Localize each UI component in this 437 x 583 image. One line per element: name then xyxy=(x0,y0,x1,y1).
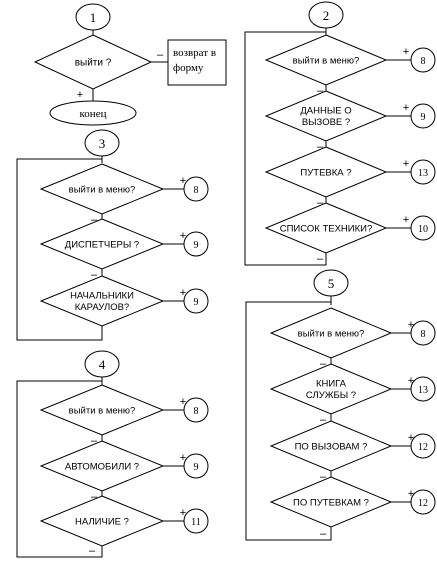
terminal-end xyxy=(49,100,137,126)
no-label: – xyxy=(89,545,96,557)
decision-label: ПУТЕВКА ? xyxy=(300,167,351,178)
decision-label: ДАННЫЕ О xyxy=(300,106,351,117)
decision-label: СПИСОК ТЕХНИКИ? xyxy=(280,223,373,234)
connector-label: 4 xyxy=(99,357,106,372)
target-connector xyxy=(410,47,436,73)
yes-label: + xyxy=(408,319,414,331)
target-label: 8 xyxy=(421,329,426,340)
no-label: – xyxy=(91,435,98,447)
no-label: – xyxy=(91,491,98,503)
no-label: – xyxy=(317,141,324,153)
loop-back-line xyxy=(16,158,103,341)
no-label: – xyxy=(317,197,324,209)
yes-label: + xyxy=(408,432,414,444)
decision-label: ПО ВЫЗОВАМ ? xyxy=(295,441,368,452)
yes-label: + xyxy=(180,175,186,187)
connector-label: 2 xyxy=(323,8,330,23)
yes-label: + xyxy=(77,89,83,101)
decision-label: СЛУЖБЫ ? xyxy=(306,390,356,401)
target-label: 12 xyxy=(418,442,428,453)
yes-label: + xyxy=(403,158,409,170)
loop-back-line xyxy=(16,380,103,558)
decision-label: выйти ? xyxy=(75,58,112,69)
target-connector xyxy=(410,103,436,129)
terminal-label: конец xyxy=(80,108,107,120)
decision-label: выйти в меню? xyxy=(298,328,365,339)
target-label: 9 xyxy=(194,462,199,473)
target-connector xyxy=(183,231,209,257)
process-box xyxy=(167,39,227,86)
loop-back-line xyxy=(244,31,327,266)
no-label: – xyxy=(157,49,164,61)
decision-label: КАРАУЛОВ? xyxy=(75,302,129,313)
no-label: – xyxy=(320,528,327,540)
yes-label: + xyxy=(180,287,186,299)
connector-label: 3 xyxy=(99,136,106,151)
decision-label: НАЛИЧИЕ ? xyxy=(75,516,129,527)
target-connector xyxy=(410,376,436,402)
no-label: – xyxy=(320,471,327,483)
yes-label: + xyxy=(180,396,186,408)
no-label: – xyxy=(91,214,98,226)
decision-label: выйти в меню? xyxy=(293,55,360,66)
target-label: 9 xyxy=(194,240,199,251)
target-connector xyxy=(183,288,209,314)
target-label: 13 xyxy=(418,168,428,179)
yes-label: + xyxy=(180,452,186,464)
connector-label: 1 xyxy=(90,10,97,25)
no-label: – xyxy=(317,85,324,97)
no-label: – xyxy=(317,253,324,265)
target-label: 10 xyxy=(418,224,428,235)
process-label: возврат в xyxy=(173,47,216,59)
target-connector xyxy=(410,320,436,346)
target-label: 8 xyxy=(194,406,199,417)
yes-label: + xyxy=(403,46,409,58)
target-label: 13 xyxy=(418,385,428,396)
target-label: 8 xyxy=(194,185,199,196)
target-connector xyxy=(183,397,209,423)
target-label: 12 xyxy=(418,498,428,509)
decision-label: ПО ПУТЕВКАМ ? xyxy=(293,497,369,508)
decision-label: выйти в меню? xyxy=(69,405,136,416)
no-label: – xyxy=(91,269,98,281)
decision-label: НАЧАЛЬНИКИ xyxy=(70,291,134,302)
target-connector xyxy=(410,433,436,459)
target-connector xyxy=(183,453,209,479)
connector-label: 5 xyxy=(328,276,335,291)
yes-label: + xyxy=(180,230,186,242)
yes-label: + xyxy=(408,375,414,387)
target-label: 9 xyxy=(421,112,426,123)
yes-label: + xyxy=(180,507,186,519)
decision-label: ВЫЗОВЕ ? xyxy=(302,117,350,128)
decision-label: ДИСПЕТЧЕРЫ ? xyxy=(65,239,139,250)
target-connector xyxy=(410,159,436,185)
target-label: 9 xyxy=(194,297,199,308)
decision-label: выйти в меню? xyxy=(69,184,136,195)
process-label: форму xyxy=(173,62,204,74)
no-label: – xyxy=(320,358,327,370)
yes-label: + xyxy=(408,488,414,500)
decision-label: АВТОМОБИЛИ ? xyxy=(65,461,139,472)
target-connector xyxy=(410,489,436,515)
target-connector xyxy=(183,508,209,534)
yes-label: + xyxy=(403,102,409,114)
target-label: 8 xyxy=(421,56,426,67)
loop-back-line xyxy=(245,301,332,541)
no-label: – xyxy=(320,414,327,426)
target-connector xyxy=(410,215,436,241)
decision-label: КНИГА xyxy=(316,379,347,390)
target-label: 11 xyxy=(191,517,201,528)
yes-label: + xyxy=(403,214,409,226)
target-connector xyxy=(183,176,209,202)
